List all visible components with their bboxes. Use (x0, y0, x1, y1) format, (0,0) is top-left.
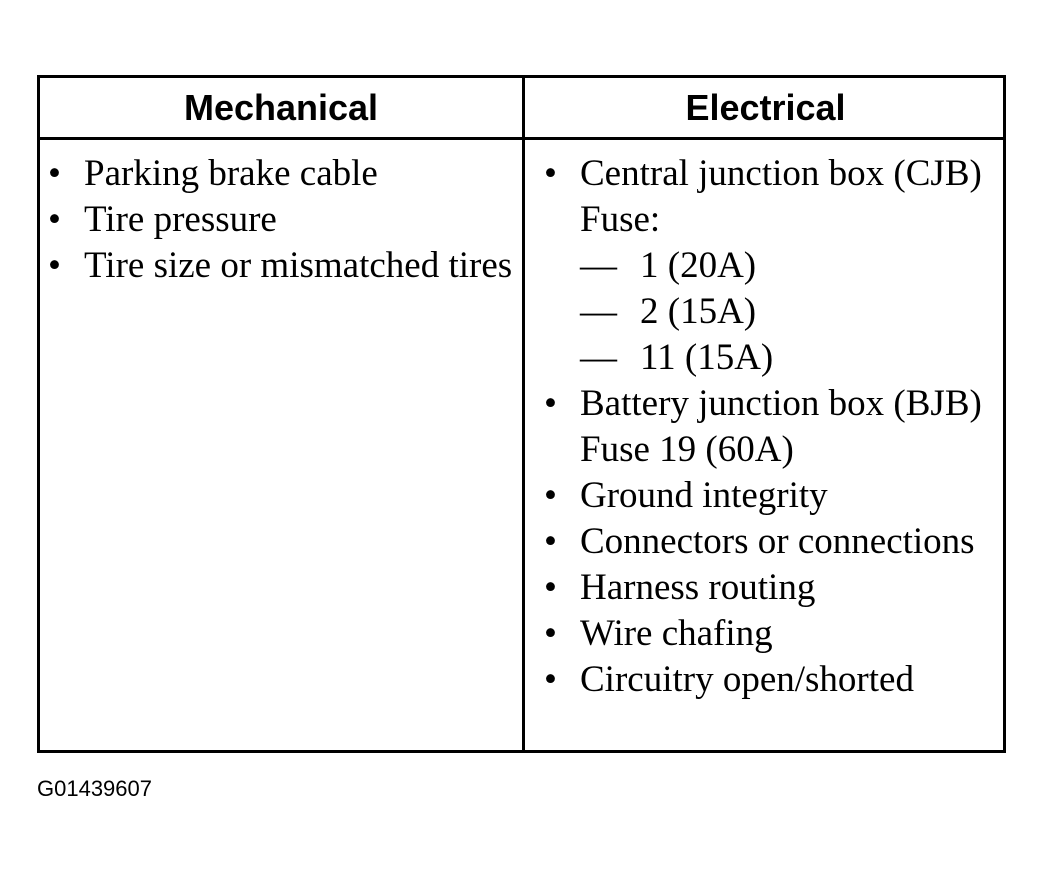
electrical-list: • Central junction box (CJB) Fuse: — 1 (… (544, 151, 1004, 703)
sub-list-item: — 11 (15A) (580, 335, 1004, 381)
item-text: Harness routing (580, 567, 816, 608)
item-text: Wire chafing (580, 613, 773, 654)
dash-icon: — (580, 337, 617, 378)
sub-list-item: — 2 (15A) (580, 289, 1004, 335)
list-item: • Harness routing (544, 565, 1004, 611)
bullet-icon: • (544, 383, 557, 424)
bullet-icon: • (48, 245, 61, 286)
header-mechanical: Mechanical (183, 86, 379, 128)
bullet-icon: • (544, 153, 557, 194)
list-item: • Tire size or mismatched tires (48, 243, 518, 289)
bullet-icon: • (544, 613, 557, 654)
sub-item-text: 11 (15A) (640, 337, 774, 378)
dash-icon: — (580, 245, 617, 286)
mechanical-list: • Parking brake cable • Tire pressure • … (48, 151, 518, 289)
item-text: Tire size or mismatched tires (84, 245, 513, 286)
item-text: Central junction box (CJB) Fuse: (580, 153, 982, 240)
bullet-icon: • (544, 567, 557, 608)
list-item: • Wire chafing (544, 611, 1004, 657)
bullet-icon: • (48, 153, 61, 194)
list-item: • Parking brake cable (48, 151, 518, 197)
bullet-icon: • (48, 199, 61, 240)
mechanical-column: • Parking brake cable • Tire pressure • … (48, 151, 518, 289)
list-item: • Central junction box (CJB) Fuse: — 1 (… (544, 151, 1004, 381)
figure-id: G01439607 (37, 776, 152, 801)
list-item: • Tire pressure (48, 197, 518, 243)
column-divider (522, 78, 525, 750)
diagnosis-table: Mechanical Electrical • Parking brake ca… (37, 75, 1006, 753)
fuse-sub-list: — 1 (20A) — 2 (15A) — 11 (15A) (580, 243, 1004, 381)
list-item: • Battery junction box (BJB) Fuse 19 (60… (544, 381, 1004, 473)
bullet-icon: • (544, 659, 557, 700)
item-text: Connectors or connections (580, 521, 975, 562)
list-item: • Circuitry open/shorted (544, 657, 1004, 703)
item-text: Tire pressure (84, 199, 277, 240)
electrical-column: • Central junction box (CJB) Fuse: — 1 (… (544, 151, 1004, 703)
sub-list-item: — 1 (20A) (580, 243, 1004, 289)
header-electrical: Electrical (685, 86, 846, 128)
dash-icon: — (580, 291, 617, 332)
header-divider (40, 137, 1003, 140)
bullet-icon: • (544, 475, 557, 516)
list-item: • Ground integrity (544, 473, 1004, 519)
sub-item-text: 2 (15A) (640, 291, 757, 332)
sub-item-text: 1 (20A) (640, 245, 757, 286)
list-item: • Connectors or connections (544, 519, 1004, 565)
item-text: Ground integrity (580, 475, 828, 516)
item-text: Parking brake cable (84, 153, 378, 194)
item-text: Battery junction box (BJB) Fuse 19 (60A) (580, 383, 982, 470)
item-text: Circuitry open/shorted (580, 659, 914, 700)
bullet-icon: • (544, 521, 557, 562)
